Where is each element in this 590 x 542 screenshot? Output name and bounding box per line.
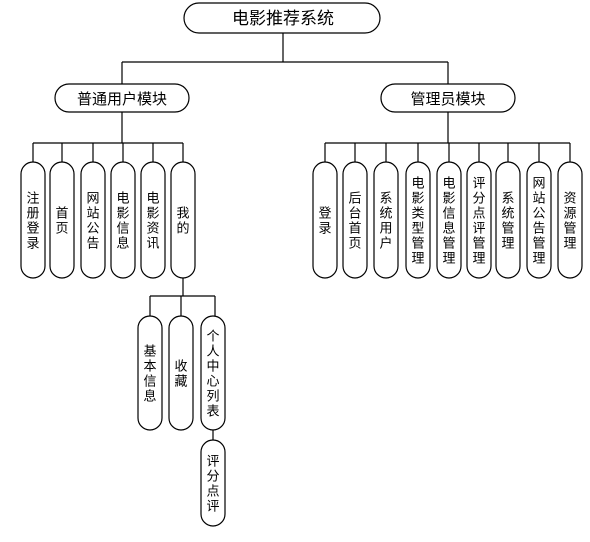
admin-module-label: 管理员模块 bbox=[410, 90, 485, 108]
leaf-home-box bbox=[49, 161, 75, 279]
leaf-movie-type-mgmt-box bbox=[405, 161, 431, 279]
leaf-favorites-box bbox=[168, 315, 194, 431]
leaf-admin-login: 登录 bbox=[312, 161, 338, 279]
connector-mine-children bbox=[149, 278, 216, 316]
leaf-home-label: 首页 bbox=[55, 207, 68, 237]
leaf-rating-review-box bbox=[200, 439, 226, 527]
leaf-system-users-label: 系统用户 bbox=[379, 192, 392, 252]
leaf-movie-info-label: 电影信息 bbox=[116, 192, 129, 252]
leaf-movie-info-mgmt-label: 电影信息管理 bbox=[442, 177, 455, 267]
leaf-resource-mgmt-box bbox=[557, 161, 583, 279]
leaf-system-users: 系统用户 bbox=[373, 161, 399, 279]
leaf-system-mgmt: 系统管理 bbox=[495, 161, 521, 279]
leaf-movie-news-label: 电影资讯 bbox=[146, 192, 159, 252]
leaf-favorites-label: 收藏 bbox=[174, 360, 187, 390]
leaf-register-login: 注册登录 bbox=[20, 161, 46, 279]
leaf-site-notice: 网站公告 bbox=[80, 161, 106, 279]
leaf-personal-center-list-box bbox=[200, 315, 226, 431]
leaf-resource-mgmt-label: 资源管理 bbox=[563, 192, 576, 252]
leaf-rating-review-label: 评分点评 bbox=[206, 455, 219, 515]
leaf-movie-type-mgmt: 电影类型管理 bbox=[405, 161, 431, 279]
root-label: 电影推荐系统 bbox=[232, 9, 334, 29]
leaf-rating-review-mgmt: 评分点评管理 bbox=[466, 161, 492, 279]
connector-admin-children bbox=[324, 112, 571, 162]
leaf-favorites: 收藏 bbox=[168, 315, 194, 431]
connector-user-children bbox=[32, 112, 184, 162]
root-node: 电影推荐系统 bbox=[183, 2, 381, 34]
leaf-system-mgmt-box bbox=[495, 161, 521, 279]
leaf-site-notice-box bbox=[80, 161, 106, 279]
leaf-movie-news: 电影资讯 bbox=[140, 161, 166, 279]
connector-root-modules bbox=[121, 33, 449, 84]
leaf-resource-mgmt: 资源管理 bbox=[557, 161, 583, 279]
leaf-admin-home: 后台首页 bbox=[342, 161, 368, 279]
leaf-home: 首页 bbox=[49, 161, 75, 279]
leaf-register-login-label: 注册登录 bbox=[26, 192, 39, 252]
leaf-admin-home-label: 后台首页 bbox=[348, 192, 361, 252]
leaf-personal-center-list-label: 个人中心列表 bbox=[206, 330, 219, 420]
leaf-rating-review-mgmt-label: 评分点评管理 bbox=[472, 177, 485, 267]
leaf-admin-home-box bbox=[342, 161, 368, 279]
leaf-admin-login-box bbox=[312, 161, 338, 279]
leaf-rating-review-mgmt-box bbox=[466, 161, 492, 279]
leaf-mine-label: 我的 bbox=[176, 207, 189, 237]
leaf-movie-news-box bbox=[140, 161, 166, 279]
user-module-label: 普通用户模块 bbox=[77, 90, 167, 108]
leaf-register-login-box bbox=[20, 161, 46, 279]
leaf-basic-info: 基本信息 bbox=[137, 315, 163, 431]
leaf-rating-review: 评分点评 bbox=[200, 439, 226, 527]
leaf-basic-info-label: 基本信息 bbox=[143, 345, 156, 405]
leaf-site-notice-label: 网站公告 bbox=[86, 192, 99, 252]
admin-module-node: 管理员模块 bbox=[380, 83, 516, 113]
user-module-node: 普通用户模块 bbox=[54, 83, 190, 113]
leaf-site-notice-mgmt: 网站公告管理 bbox=[526, 161, 552, 279]
leaf-system-mgmt-label: 系统管理 bbox=[501, 192, 514, 252]
leaf-personal-center-list: 个人中心列表 bbox=[200, 315, 226, 431]
leaf-site-notice-mgmt-label: 网站公告管理 bbox=[532, 177, 545, 267]
leaf-movie-info: 电影信息 bbox=[110, 161, 136, 279]
leaf-movie-info-mgmt-box bbox=[436, 161, 462, 279]
leaf-movie-type-mgmt-label: 电影类型管理 bbox=[411, 177, 424, 267]
leaf-basic-info-box bbox=[137, 315, 163, 431]
leaf-system-users-box bbox=[373, 161, 399, 279]
leaf-mine: 我的 bbox=[170, 161, 196, 279]
leaf-movie-info-box bbox=[110, 161, 136, 279]
leaf-admin-login-label: 登录 bbox=[318, 207, 331, 237]
leaf-site-notice-mgmt-box bbox=[526, 161, 552, 279]
leaf-mine-box bbox=[170, 161, 196, 279]
leaf-movie-info-mgmt: 电影信息管理 bbox=[436, 161, 462, 279]
connectors bbox=[32, 33, 571, 440]
